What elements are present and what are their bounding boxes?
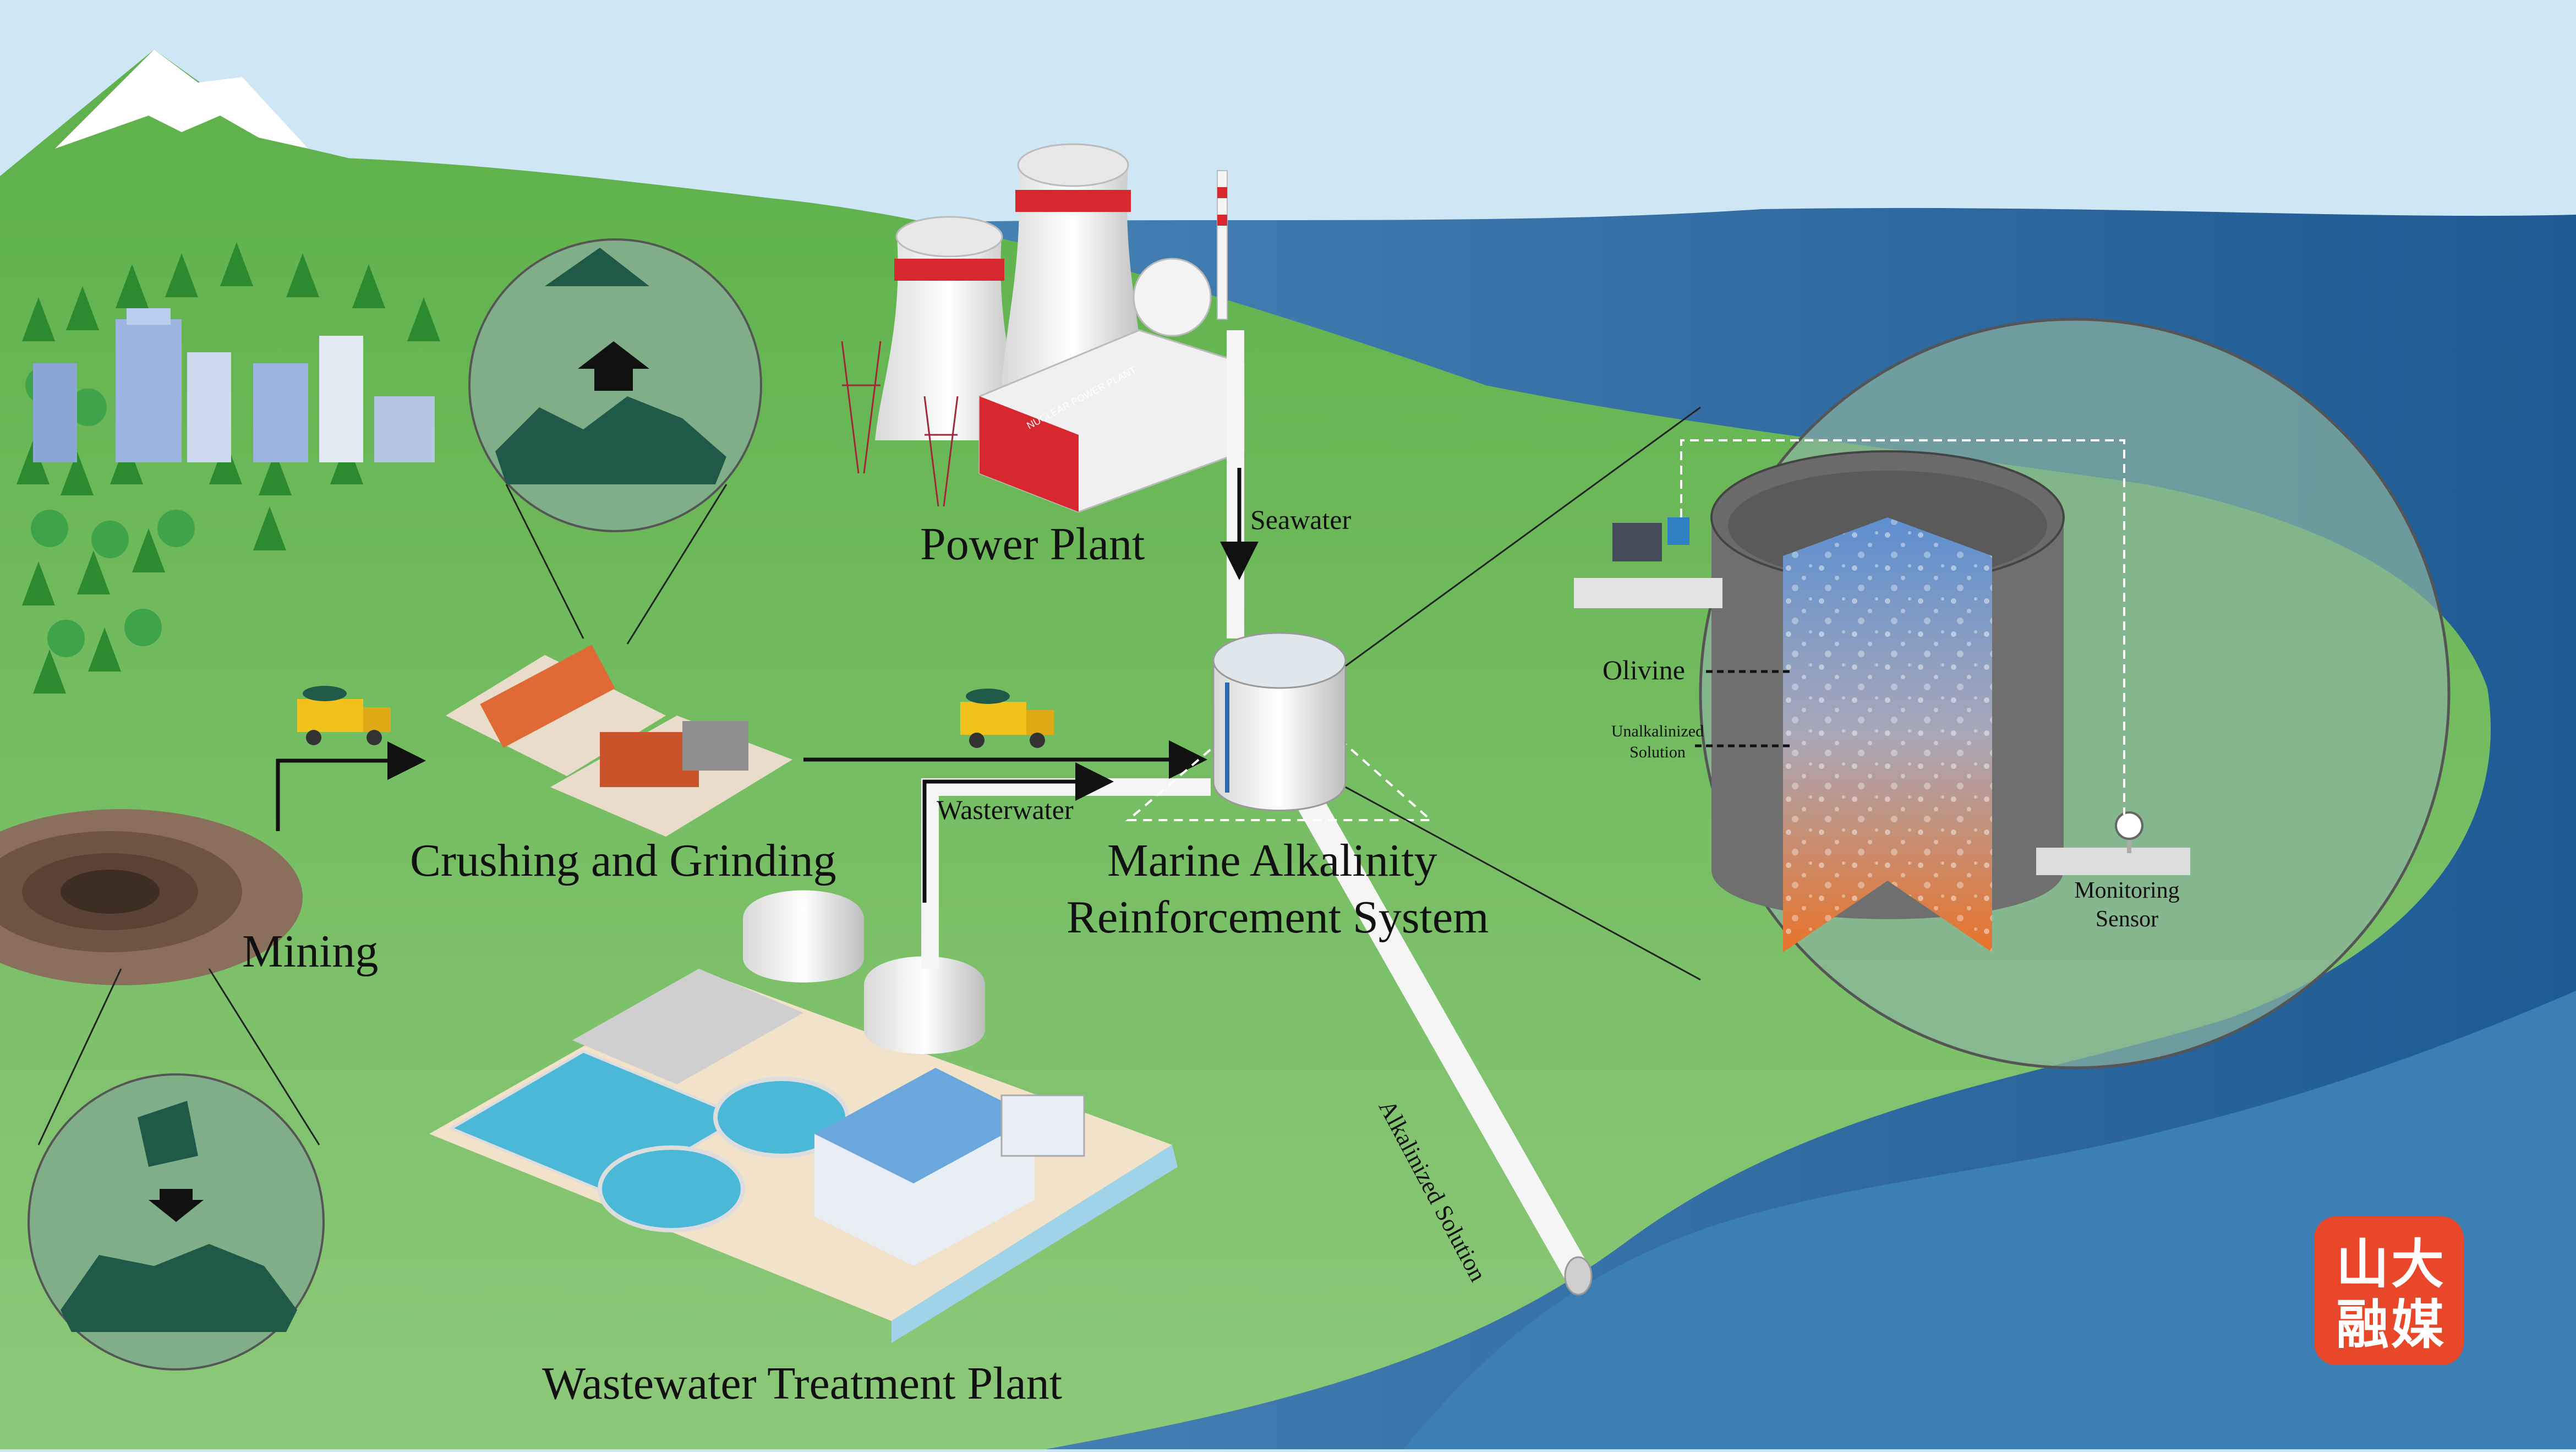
label-mining: Mining — [242, 926, 379, 977]
label-olivine: Olivine — [1603, 654, 1685, 685]
label-wwtp: Wastewater Treatment Plant — [542, 1358, 1063, 1409]
watermark-char-3: 融 — [2336, 1294, 2389, 1356]
label-wastewater-flow: Wasterwater — [937, 794, 1074, 825]
label-unalkalinized-2: Solution — [1629, 743, 1686, 761]
mining-arrow — [276, 741, 426, 831]
alkalized-pipe — [1292, 785, 1591, 1284]
mars-tank — [1125, 632, 1434, 821]
flow-arrows — [276, 468, 1259, 903]
watermark-char-4: 媒 — [2391, 1294, 2444, 1356]
truck-2 — [960, 689, 1054, 748]
truck-1 — [297, 686, 391, 745]
zoom-lines — [37, 484, 728, 1145]
label-crushing: Crushing and Grinding — [410, 835, 836, 886]
zoom-ore-circle — [468, 238, 762, 532]
watermark-logo: 山 大 融 媒 — [2314, 1216, 2464, 1365]
mine-pit — [0, 809, 303, 985]
label-monitoring-sensor: Monitoring Sensor — [2058, 876, 2196, 934]
pipes — [921, 330, 1593, 1296]
label-unalkalinized-1: Unalkalinized — [1611, 722, 1704, 740]
crushing-plant — [446, 645, 792, 837]
label-mars-1: Marine Alkalinity — [1107, 835, 1437, 886]
power-plant-group: NUCLEAR POWER PLANT — [841, 143, 1245, 513]
label-mars-2: Reinforcement System — [1067, 892, 1489, 943]
zoom-mining-circle — [28, 1073, 325, 1371]
city-buildings — [33, 308, 435, 462]
watermark-char-1: 山 — [2336, 1233, 2389, 1295]
snow-cap — [55, 50, 308, 149]
label-seawater: Seawater — [1250, 504, 1352, 535]
wastewater-arrow — [922, 762, 1114, 903]
detail-zoom-circle — [1345, 318, 2451, 1069]
label-power-plant: Power Plant — [920, 518, 1145, 570]
watermark-char-2: 大 — [2391, 1233, 2444, 1295]
bay — [1403, 991, 2576, 1449]
label-monitoring-sensor-1: Monitoring — [2074, 878, 2180, 903]
label-unalkalinized: Unalkalinized Solution — [1603, 721, 1713, 763]
label-monitoring-sensor-2: Sensor — [2095, 907, 2159, 932]
wastewater-treatment-plant — [429, 890, 1178, 1343]
